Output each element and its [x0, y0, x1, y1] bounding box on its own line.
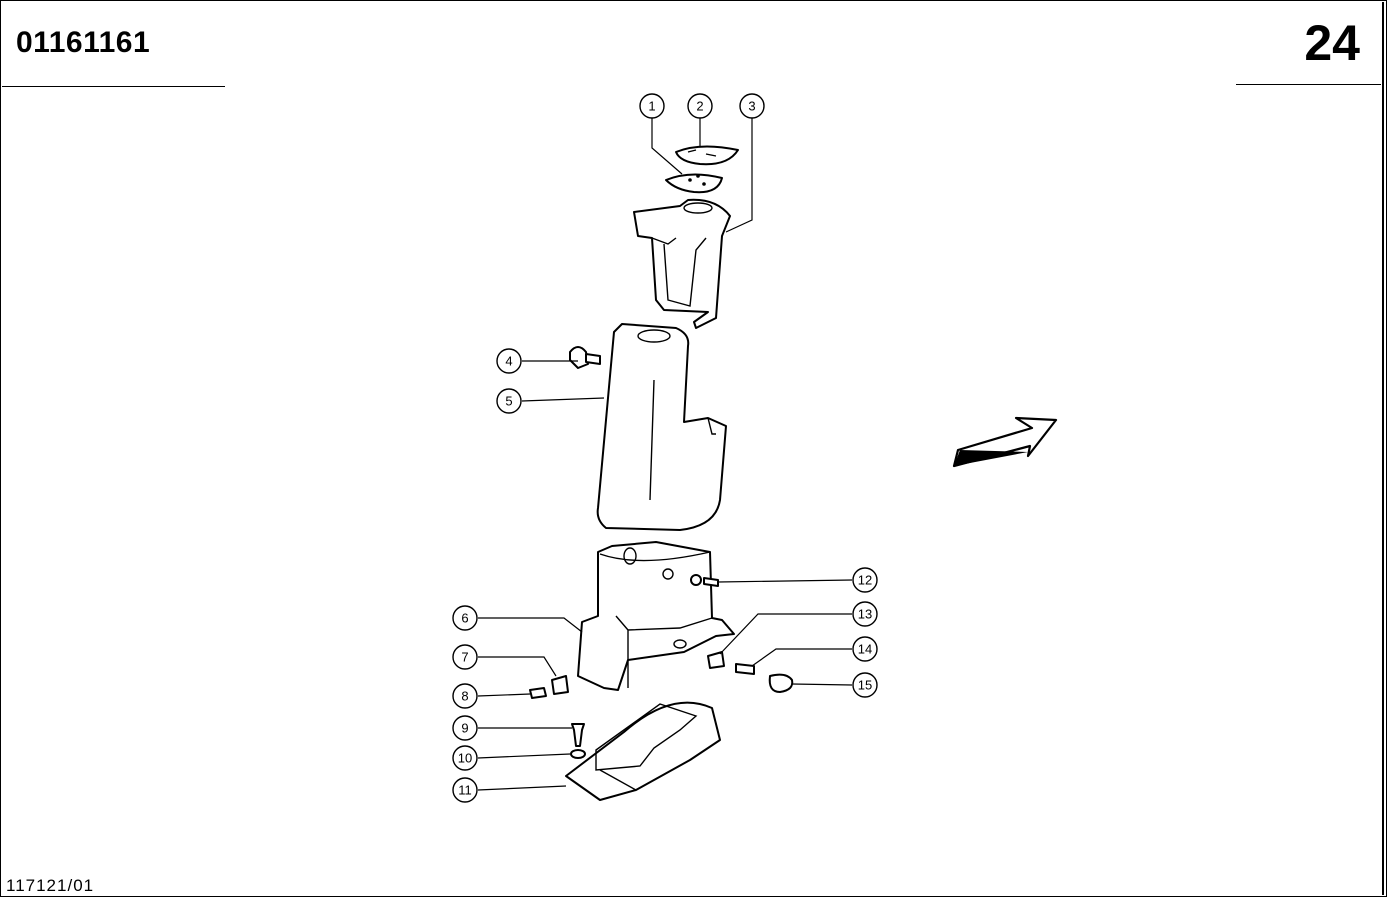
- callout-label: 12: [858, 573, 872, 588]
- right-edge-rule: [1382, 2, 1384, 895]
- callout-8: 8: [452, 683, 478, 709]
- drawing-reference: 117121/01: [6, 876, 95, 895]
- callout-10: 10: [452, 745, 478, 771]
- part-11-bottom-tray: [565, 701, 721, 801]
- part-8-screw: [529, 687, 547, 699]
- callout-label: 5: [505, 394, 512, 409]
- callout-13: 13: [852, 601, 878, 627]
- callout-15: 15: [852, 672, 878, 698]
- part-9-bolt: [571, 723, 585, 747]
- part-13-spacer: [707, 651, 725, 669]
- part-5-column-shroud: [596, 323, 727, 531]
- callout-label: 8: [461, 689, 468, 704]
- callout-label: 11: [458, 783, 472, 798]
- callout-label: 14: [858, 642, 872, 657]
- leader-lines: [477, 118, 853, 791]
- part-10-washer: [570, 749, 586, 759]
- callout-label: 2: [696, 99, 703, 114]
- part-12-screw: [690, 574, 719, 587]
- callout-14: 14: [852, 636, 878, 662]
- callout-9: 9: [452, 715, 478, 741]
- direction-arrow: [952, 416, 1058, 468]
- callout-5: 5: [496, 388, 522, 414]
- callout-7: 7: [452, 644, 478, 670]
- callout-4: 4: [496, 348, 522, 374]
- header-rule-left: [2, 86, 225, 87]
- callout-2: 2: [687, 93, 713, 119]
- part-1-cap-plate: [665, 173, 723, 194]
- part-4-fitting: [569, 346, 601, 369]
- part-7-clip: [551, 675, 569, 695]
- callout-label: 1: [648, 99, 655, 114]
- callout-11: 11: [452, 777, 478, 803]
- header-rule-right: [1236, 84, 1381, 85]
- callout-label: 6: [461, 611, 468, 626]
- callout-6: 6: [452, 605, 478, 631]
- page-number: 24: [1304, 15, 1360, 71]
- part-15-plug: [768, 673, 794, 693]
- callout-label: 13: [858, 607, 872, 622]
- callout-1: 1: [639, 93, 665, 119]
- callout-label: 15: [858, 678, 872, 693]
- callout-label: 4: [505, 354, 512, 369]
- callout-12: 12: [852, 567, 878, 593]
- callout-label: 9: [461, 721, 468, 736]
- part-14-bolt: [735, 663, 755, 675]
- part-3-upper-cover: [633, 198, 731, 329]
- callout-label: 3: [748, 99, 755, 114]
- callout-label: 10: [458, 751, 472, 766]
- callout-3: 3: [739, 93, 765, 119]
- part-2-emblem: [675, 145, 739, 166]
- part-code: 01161161: [16, 26, 151, 59]
- callout-label: 7: [461, 650, 468, 665]
